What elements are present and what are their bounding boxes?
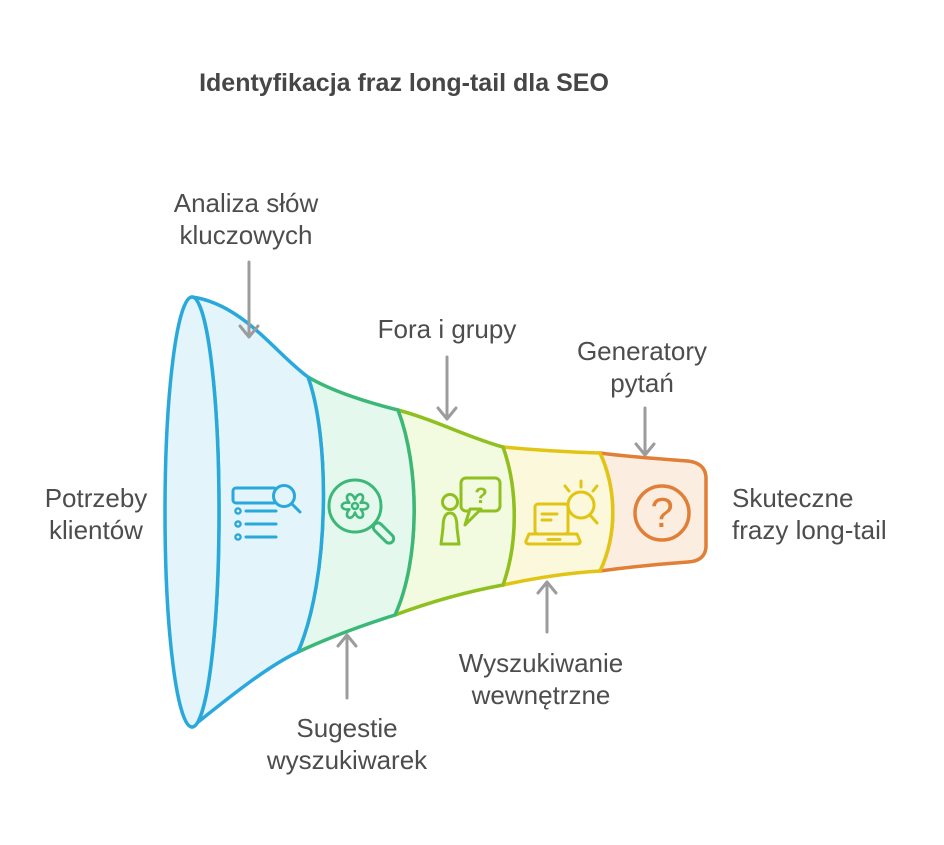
- stage-label-wyszukiwanie: Wyszukiwanie wewnętrzne: [458, 648, 624, 710]
- arrow-up-sugestie: [336, 633, 358, 700]
- stage-label-analiza: Analiza słów kluczowych: [173, 188, 319, 250]
- list-search-icon: [231, 484, 302, 541]
- arrow-up-wyszukiwanie: [536, 580, 558, 634]
- arrow-down-fora: [436, 355, 458, 421]
- diagram-title: Identyfikacja fraz long-tail dla SEO: [199, 69, 609, 97]
- arrow-down-generatory: [634, 406, 656, 457]
- magnifier-gear-icon: [327, 478, 396, 545]
- funnel-stage-4: [501, 445, 615, 587]
- output-label: Skuteczne frazy long-tail: [732, 483, 887, 545]
- person-question-bubble-icon: ?: [439, 476, 502, 546]
- bubble-question-glyph: ?: [474, 483, 487, 508]
- stage-label-sugestie: Sugestie wyszukiwarek: [266, 713, 428, 775]
- stage-label-fora: Fora i grupy: [377, 314, 517, 344]
- laptop-search-icon: [524, 479, 599, 546]
- stage-label-generatory: Generatory pytań: [576, 336, 708, 398]
- input-label: Potrzeby klientów: [44, 483, 148, 545]
- arrow-down-analiza: [238, 260, 260, 339]
- question-circle-icon: ?: [633, 484, 691, 542]
- circle-question-glyph: ?: [650, 489, 673, 536]
- funnel-mouth-ellipse: [163, 295, 221, 729]
